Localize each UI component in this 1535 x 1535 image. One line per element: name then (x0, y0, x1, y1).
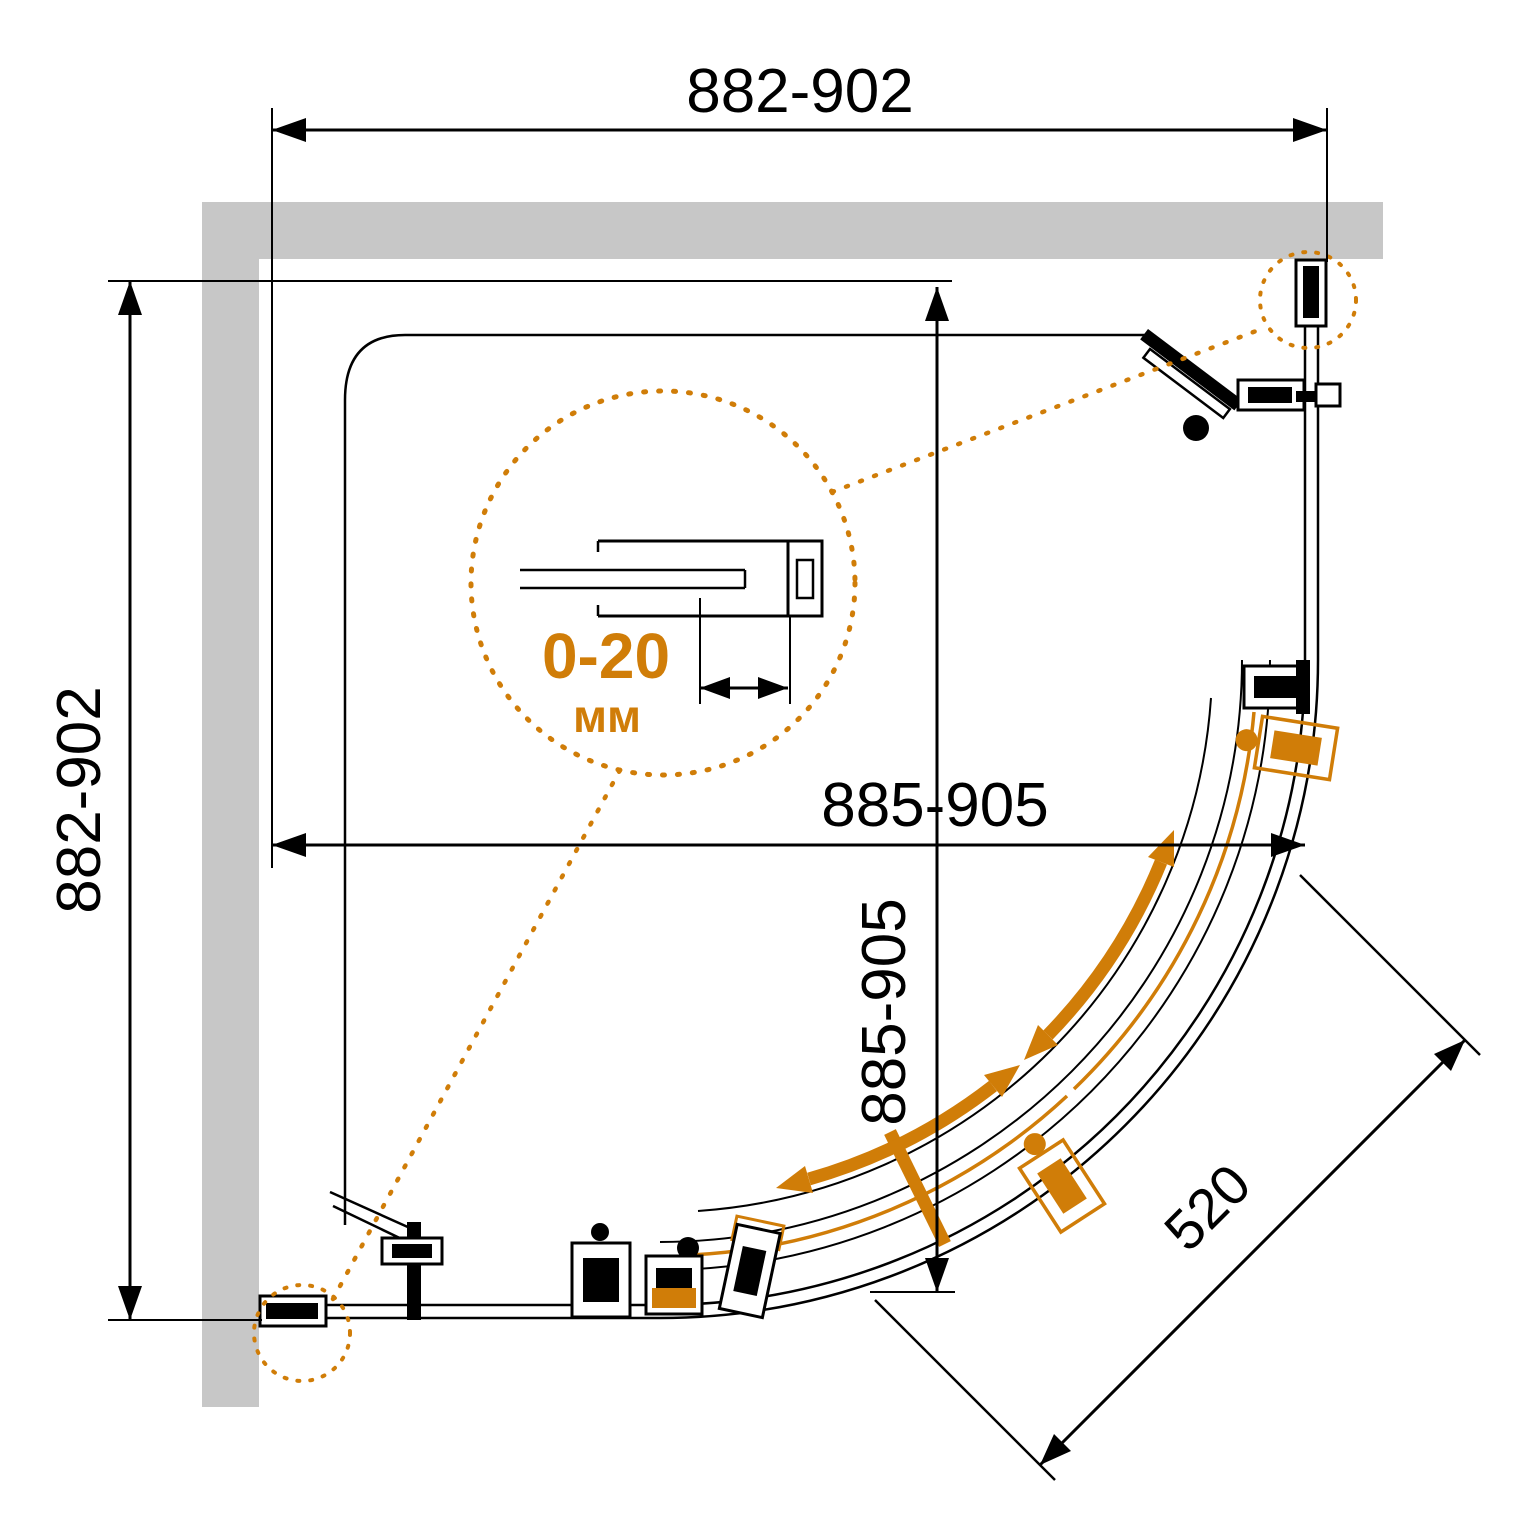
tray-front-arc (697, 697, 1212, 1212)
dim-arrow (272, 118, 306, 142)
bracket-right-hardware (1242, 660, 1310, 714)
wall-left (202, 202, 259, 1407)
bracket-core-right (1254, 676, 1298, 698)
profile-end-core (795, 558, 815, 600)
roller-right-hardware (1235, 714, 1340, 782)
door-knob-top (1183, 415, 1209, 441)
door-cap-outline (1141, 347, 1232, 420)
roller-housing-bottom (1017, 1137, 1107, 1235)
dimension-left: 882-902 (45, 280, 952, 1321)
detail-unit-label: мм (573, 690, 641, 742)
detail-arrow-left (700, 677, 730, 699)
ext-line-diag-bottom (874, 1299, 1056, 1481)
roller-housing-right (1252, 714, 1340, 782)
slide-arrow-upper-head-b (1024, 1025, 1058, 1060)
roller-core-right (1270, 730, 1322, 766)
dimension-inner-height: 885-905 (845, 287, 955, 1293)
wall-top (205, 202, 1383, 259)
detail-leader-top (829, 325, 1267, 495)
dim-arrow (1293, 118, 1327, 142)
sliding-door-right-arc (1072, 711, 1256, 1091)
slide-arrow-lower (807, 1080, 997, 1186)
guide-core-1 (583, 1258, 619, 1302)
dim-line-diag (1038, 1038, 1467, 1467)
profile-end-box (786, 539, 824, 618)
dim-arrow (118, 281, 142, 315)
dim-arrow (1271, 833, 1305, 857)
dimension-inner-height-label: 885-905 (850, 898, 919, 1126)
detail-circle (468, 388, 858, 778)
dimension-top-label: 882-902 (686, 57, 914, 126)
guide-orange-strip (652, 1288, 696, 1308)
dimension-inner-width-label: 885-905 (821, 771, 1049, 840)
detail-arrow-right (758, 677, 788, 699)
detail-marker-circle-top (1258, 250, 1358, 350)
guide-blocks-bottom (570, 1214, 786, 1320)
dim-arrow (1434, 1040, 1465, 1071)
dim-arrow (118, 1286, 142, 1320)
bracket-rail-right (1296, 660, 1310, 714)
door-end-top-hardware (1140, 328, 1342, 441)
detail-leaders (252, 250, 1358, 1383)
glass-enclosure (262, 262, 1320, 1320)
wall-profile-top-core (1303, 266, 1319, 318)
roller-core-bottom (1037, 1158, 1087, 1214)
door-track-arc (659, 659, 1243, 1243)
guide-core-3 (733, 1245, 767, 1296)
dimension-diagonal-label: 520 (1152, 1152, 1263, 1263)
tray-top-edge (343, 333, 1150, 401)
ext-line-diag-top (1299, 874, 1481, 1056)
shower-tray (343, 333, 1150, 1225)
dimension-left-label: 882-902 (45, 686, 114, 914)
slide-arrow-upper (1043, 859, 1168, 1040)
dim-arrow (925, 1258, 949, 1292)
roller-knob-right (1235, 729, 1258, 752)
slide-arrow-upper-head-a (1148, 830, 1174, 867)
slide-arrow-lower-head-a (984, 1065, 1020, 1097)
dimension-inner-width: 885-905 (272, 766, 1305, 857)
door-cap-line-1 (329, 1190, 411, 1230)
glass-arc-outer (659, 659, 1320, 1320)
guide-knob-2 (677, 1237, 699, 1259)
glass-arc-inner (659, 659, 1307, 1307)
walls (202, 202, 1383, 1407)
dim-arrow (1040, 1434, 1071, 1465)
detail-view: 0-20 мм (468, 388, 858, 778)
detail-leader-bottom (330, 767, 623, 1302)
dimension-top: 882-902 (271, 57, 1328, 868)
roller-knob-bottom (1023, 1133, 1046, 1156)
door-end-bottom-hardware (329, 1190, 444, 1320)
detail-range-label: 0-20 (542, 620, 670, 692)
wall-profiles (258, 258, 1328, 1328)
slide-direction-arrows (776, 830, 1174, 1193)
roller-bottom (1017, 1133, 1107, 1235)
track-arc (659, 659, 1271, 1271)
detail-marker-circle-bottom (252, 1283, 352, 1383)
arm-clamp-top (1314, 382, 1342, 408)
slide-arrow-lower-head-b (776, 1166, 813, 1193)
dim-arrow (272, 833, 306, 857)
guide-block-3 (717, 1214, 786, 1320)
dim-arrow (925, 287, 949, 321)
guide-knob-1 (591, 1223, 609, 1241)
wall-profile-left-core (266, 1303, 318, 1319)
door-cap-bar (1140, 328, 1243, 411)
bracket-core-bottom (392, 1244, 432, 1258)
dimension-diagonal: 520 (874, 874, 1481, 1481)
bracket-core-top (1248, 387, 1292, 403)
